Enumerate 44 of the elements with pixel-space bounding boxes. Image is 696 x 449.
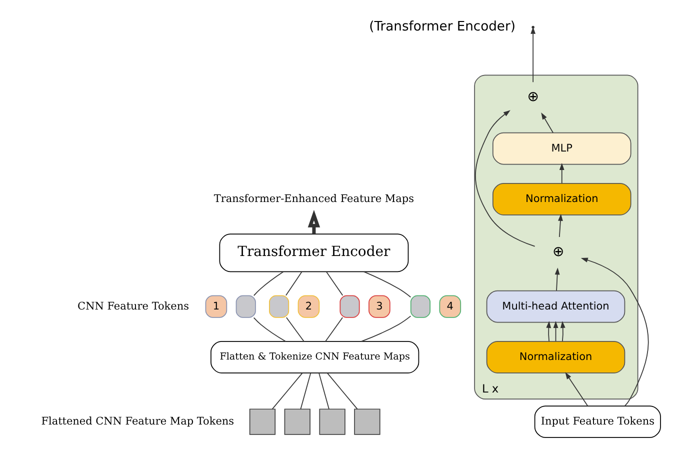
node-box bbox=[269, 295, 290, 318]
arrow bbox=[546, 320, 552, 342]
connector bbox=[361, 316, 412, 342]
connector bbox=[318, 372, 330, 410]
connector bbox=[300, 372, 312, 410]
node-box: Input Feature Tokens bbox=[534, 406, 661, 438]
arrow bbox=[554, 268, 560, 292]
label: CNN Feature Tokens bbox=[78, 300, 189, 312]
arrow bbox=[565, 372, 588, 406]
connector bbox=[286, 271, 302, 296]
connector bbox=[325, 317, 343, 342]
node-box: Transformer Encoder bbox=[219, 234, 409, 272]
connector bbox=[363, 271, 412, 298]
node-box: MLP bbox=[492, 132, 632, 165]
node-box: Normalization bbox=[486, 341, 626, 374]
node-box: Normalization bbox=[492, 183, 632, 216]
arrow bbox=[558, 214, 563, 238]
node-box bbox=[319, 408, 346, 435]
arrow bbox=[553, 320, 558, 342]
node-box bbox=[410, 295, 430, 318]
node-text: ⊕ bbox=[552, 244, 564, 260]
node-box bbox=[284, 408, 310, 435]
arrow bbox=[475, 110, 536, 247]
arrow bbox=[559, 162, 564, 184]
label: Flattened CNN Feature Map Tokens bbox=[41, 415, 234, 428]
node-box bbox=[249, 408, 276, 435]
connector bbox=[326, 271, 344, 296]
node-box: Flatten & Tokenize CNN Feature Maps bbox=[210, 341, 420, 374]
node-box: Multi-head Attention bbox=[486, 290, 626, 323]
node-box bbox=[354, 408, 380, 435]
arrow bbox=[530, 26, 536, 83]
arrow bbox=[580, 258, 649, 406]
node-text: ⊕ bbox=[527, 89, 539, 106]
node-box bbox=[236, 295, 256, 318]
connector bbox=[253, 271, 284, 296]
connector bbox=[253, 317, 286, 342]
node-box bbox=[340, 295, 360, 318]
connector bbox=[272, 372, 303, 410]
label: (Transformer Encoder) bbox=[369, 19, 516, 34]
connector bbox=[286, 317, 304, 342]
arrow bbox=[560, 320, 566, 342]
connector bbox=[326, 372, 358, 410]
arrow bbox=[541, 112, 554, 134]
node-text: Transformer-Enhanced Feature Maps bbox=[214, 192, 414, 205]
